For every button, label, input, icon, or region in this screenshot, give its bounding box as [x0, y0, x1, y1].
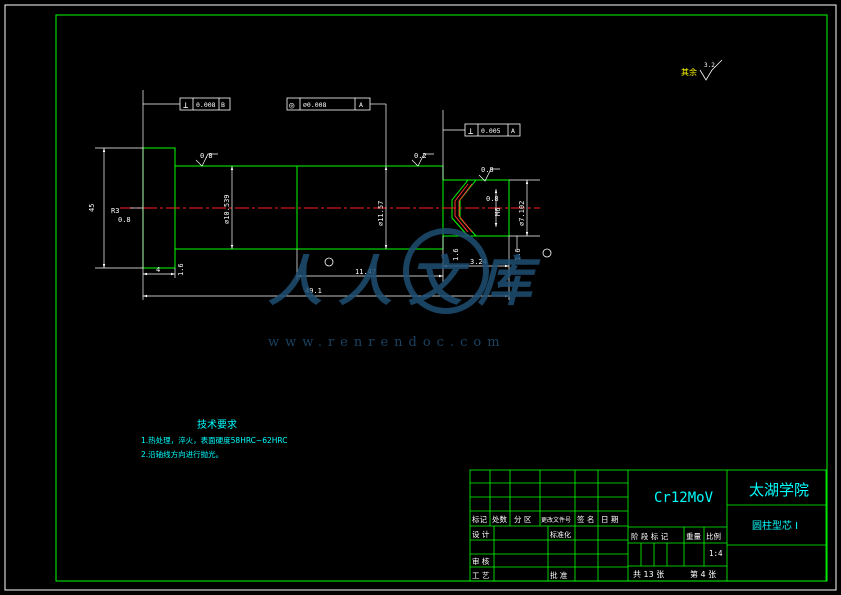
tolerance-coaxial-datum: A — [359, 101, 363, 109]
watermark-url: www.renrendoc.com — [268, 335, 506, 350]
sheet-number: 第 4 张 — [690, 569, 716, 579]
tolerance-frame-coaxial: ◎ ∅0.008 A — [286, 97, 371, 111]
header-cell: 签 名 — [577, 514, 594, 524]
dim-shoulder-width: 4 — [156, 266, 160, 274]
design-label: 设 计 — [472, 529, 490, 539]
datum-circle-icon — [542, 248, 552, 258]
dim-diameter-left: 45 — [88, 204, 96, 212]
edge-d: 1.6 — [514, 248, 522, 261]
watermark: 人人文库 www.renrendoc.com — [268, 228, 548, 350]
tolerance-frame-right: ⊥ 0.005 A — [464, 123, 521, 137]
tolerance-right-value: 0.005 — [481, 127, 501, 135]
stage-label: 阶 段 标 记 — [631, 531, 669, 541]
scale-value: 1:4 — [709, 549, 723, 558]
part-name-label: 圆柱型芯 I — [752, 519, 798, 532]
roughness-note-label: 其余 — [681, 67, 697, 77]
tolerance-left-datum: B — [221, 101, 225, 109]
edge-b: 0.8 — [118, 216, 131, 224]
roughness-note-value: 3.2 — [704, 62, 715, 69]
edge-a: 1.6 — [177, 263, 185, 276]
standard-label: 标准化 — [550, 530, 571, 539]
tolerance-coaxial-value: ∅0.008 — [303, 101, 327, 109]
inner-frame — [55, 14, 828, 582]
watermark-logo-text: 人人文库 — [268, 249, 548, 313]
perpendicular-icon: ⊥ — [183, 101, 189, 111]
roughness-a: 0.8 — [200, 152, 213, 160]
header-cell: 标记 — [472, 514, 487, 524]
tolerance-left-value: 0.008 — [196, 101, 216, 109]
title-block-texts: Cr12MoV 太湖学院 圆柱型芯 I 标记 处数 分 区 更改文件号 签 名 … — [472, 481, 809, 580]
perpendicular-icon: ⊥ — [468, 127, 474, 137]
dim-right-length: 3.24 — [470, 258, 487, 266]
roughness-note: 其余 3.2 — [681, 59, 723, 81]
datum-markers — [324, 248, 552, 267]
review-label: 审 核 — [472, 556, 490, 566]
header-cell: 日 期 — [601, 515, 618, 524]
tolerance-frame-left: ⊥ 0.008 B — [179, 97, 231, 111]
datum-circle-icon — [324, 257, 334, 267]
coaxiality-icon: ◎ — [289, 101, 295, 111]
roughness-c: 0.8 — [481, 166, 494, 174]
dimension-lines — [95, 90, 540, 300]
header-cell: 更改文件号 — [541, 516, 571, 524]
material-label: Cr12MoV — [654, 490, 714, 506]
tech-requirement-item: 1.热处理，淬火，表面硬度58HRC~62HRC — [141, 435, 287, 445]
edge-inner: 0.8 — [486, 195, 499, 203]
dim-diam-mid: ∅11.57 — [377, 201, 385, 226]
dim-radius: R3 — [111, 207, 119, 215]
dim-mid-length: 11.47 — [355, 268, 376, 276]
dim-diam-body: ∅10.539 — [223, 194, 231, 224]
approve-label: 批 准 — [550, 570, 568, 580]
dimension-texts: 45 4 49.1 11.47 3.24 ∅10.539 ∅11.57 ∅7.1… — [88, 152, 526, 295]
watermark-logo-icon — [403, 228, 489, 314]
tech-requirements-title: 技术要求 — [197, 418, 237, 431]
header-cell: 分 区 — [514, 515, 532, 524]
process-label: 工 艺 — [472, 571, 489, 580]
title-block — [469, 469, 827, 582]
edge-c: 1.6 — [452, 248, 460, 261]
scale-label: 比例 — [706, 531, 721, 541]
dim-diam-bore: M6 — [494, 208, 502, 216]
weight-label: 重量 — [686, 532, 701, 541]
school-label: 太湖学院 — [749, 481, 809, 499]
header-cell: 处数 — [492, 514, 507, 524]
dim-total-length: 49.1 — [305, 287, 322, 295]
total-sheets: 共 13 张 — [633, 570, 664, 579]
outer-border — [4, 4, 837, 591]
roughness-b: 0.2 — [414, 152, 427, 160]
dim-diam-inner: ∅7.102 — [518, 201, 526, 226]
tech-requirement-item: 2.沿轴线方向进行抛光。 — [141, 449, 223, 459]
tech-requirements: 技术要求 1.热处理，淬火，表面硬度58HRC~62HRC 2.沿轴线方向进行抛… — [141, 418, 287, 459]
roughness-symbol-icon — [699, 59, 723, 81]
tolerance-right-datum: A — [511, 127, 515, 135]
